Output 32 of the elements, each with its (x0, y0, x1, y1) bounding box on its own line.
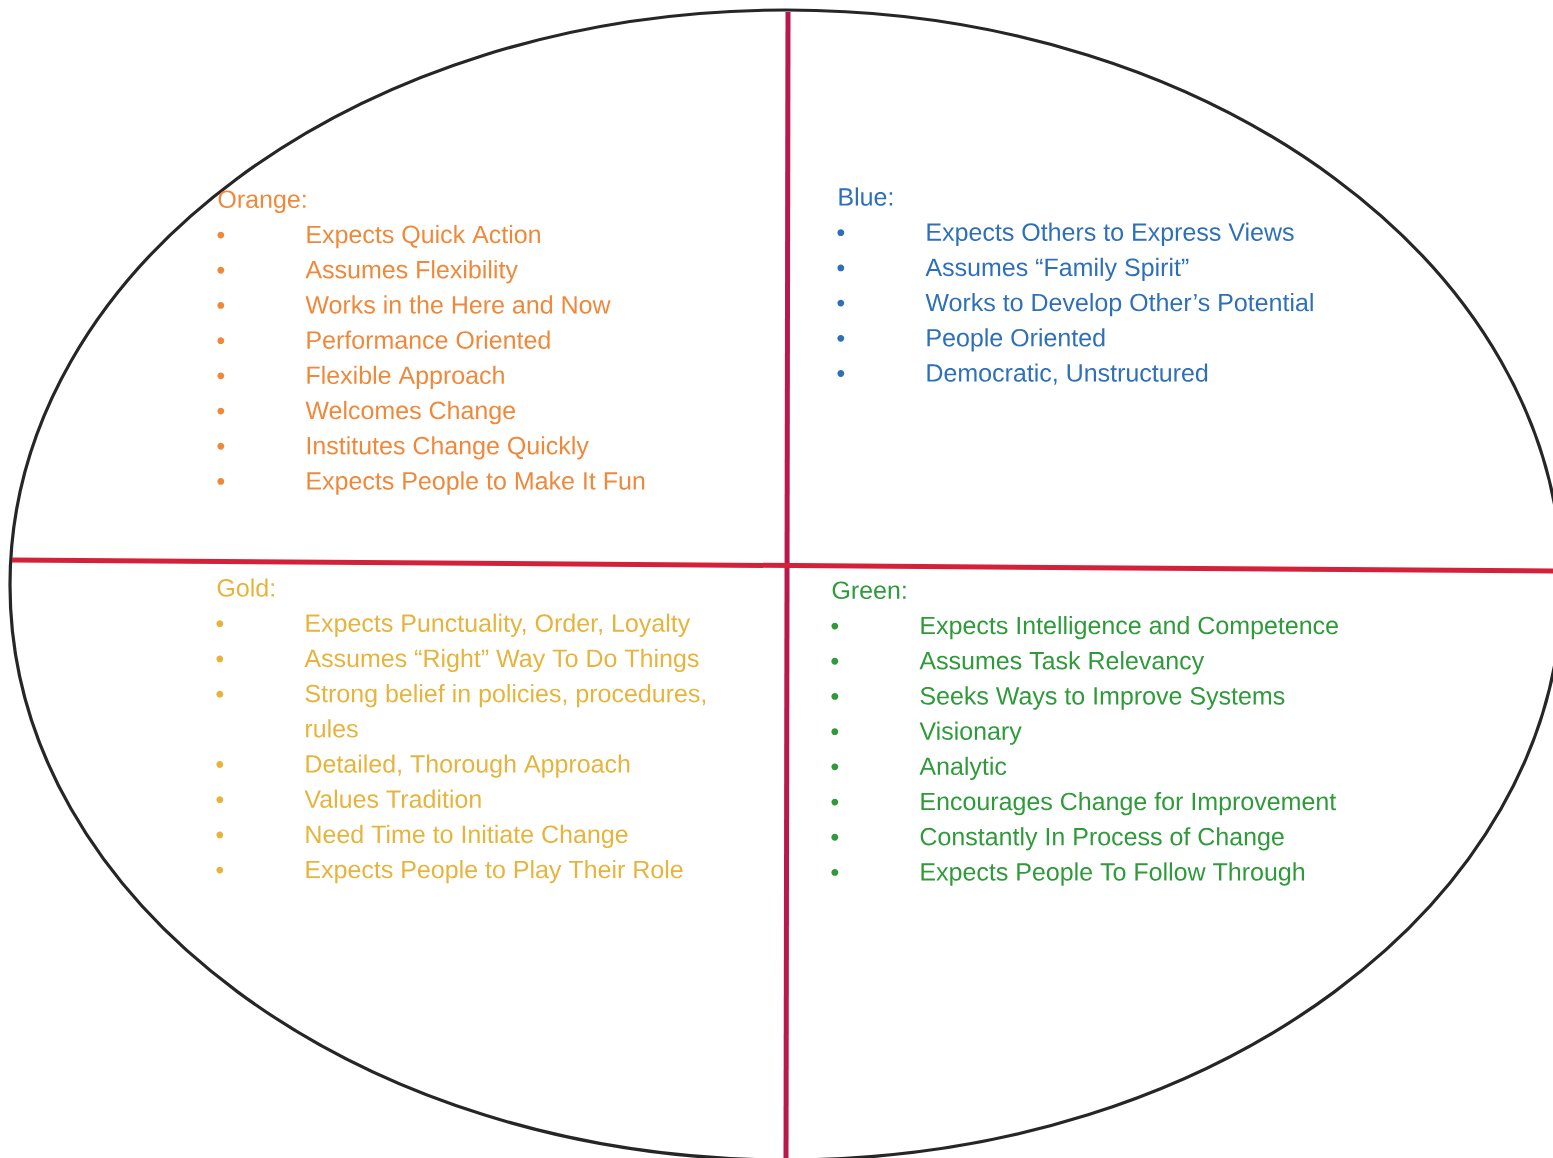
list-item: Need Time to Initiate Change (306, 824, 628, 849)
list-item: Expects Others to Express Views (927, 222, 1294, 246)
quadrant-heading: Gold: (217, 578, 274, 597)
quadrant-heading: Orange: (218, 190, 306, 214)
list-item: Seeks Ways to Improve Systems (920, 686, 1285, 710)
list-item: People Oriented (927, 328, 1105, 352)
quadrant-heading: Blue: (839, 187, 893, 206)
list-item: Strong belief in policies, procedures, rules (305, 684, 706, 738)
list-item: Expects Punctuality, Order, Loyalty (306, 613, 691, 637)
list-item: Expects People to Play Their Role (306, 860, 683, 884)
list-item: Flexible Approach (307, 365, 504, 390)
list-item: Assumes Flexibility (305, 260, 518, 284)
list-item: Visionary (919, 721, 1022, 745)
list-item: Detailed, Thorough Approach (306, 754, 630, 778)
list-item: Assumes “Family Spirit” (925, 257, 1189, 282)
list-item: Constantly In Process of Change (920, 827, 1284, 851)
list-item: Assumes Task Relevancy (919, 651, 1205, 675)
list-item: Expects People to Make It Fun (307, 471, 645, 495)
list-item: Expects Quick Action (307, 224, 540, 249)
list-item: Encourages Change for Improvement (921, 791, 1337, 816)
list-item: Democratic, Unstructured (927, 363, 1208, 385)
list-item: Works in the Here and Now (305, 295, 611, 314)
list-item: Analytic (919, 756, 1007, 781)
list-item: Institutes Change Quickly (307, 436, 589, 460)
list-item: Works to Develop Other’s Potential (925, 293, 1313, 317)
list-item: Expects People To Follow Through (921, 862, 1304, 886)
list-item: Values Tradition (304, 789, 481, 808)
quadrant-heading: Green: (832, 581, 906, 600)
list-item: Expects Intelligence and Competence (921, 615, 1338, 640)
list-item: Welcomes Change (305, 400, 515, 425)
list-item: Performance Oriented (307, 330, 550, 349)
list-item: Assumes “Right” Way To Do Things (304, 648, 699, 673)
